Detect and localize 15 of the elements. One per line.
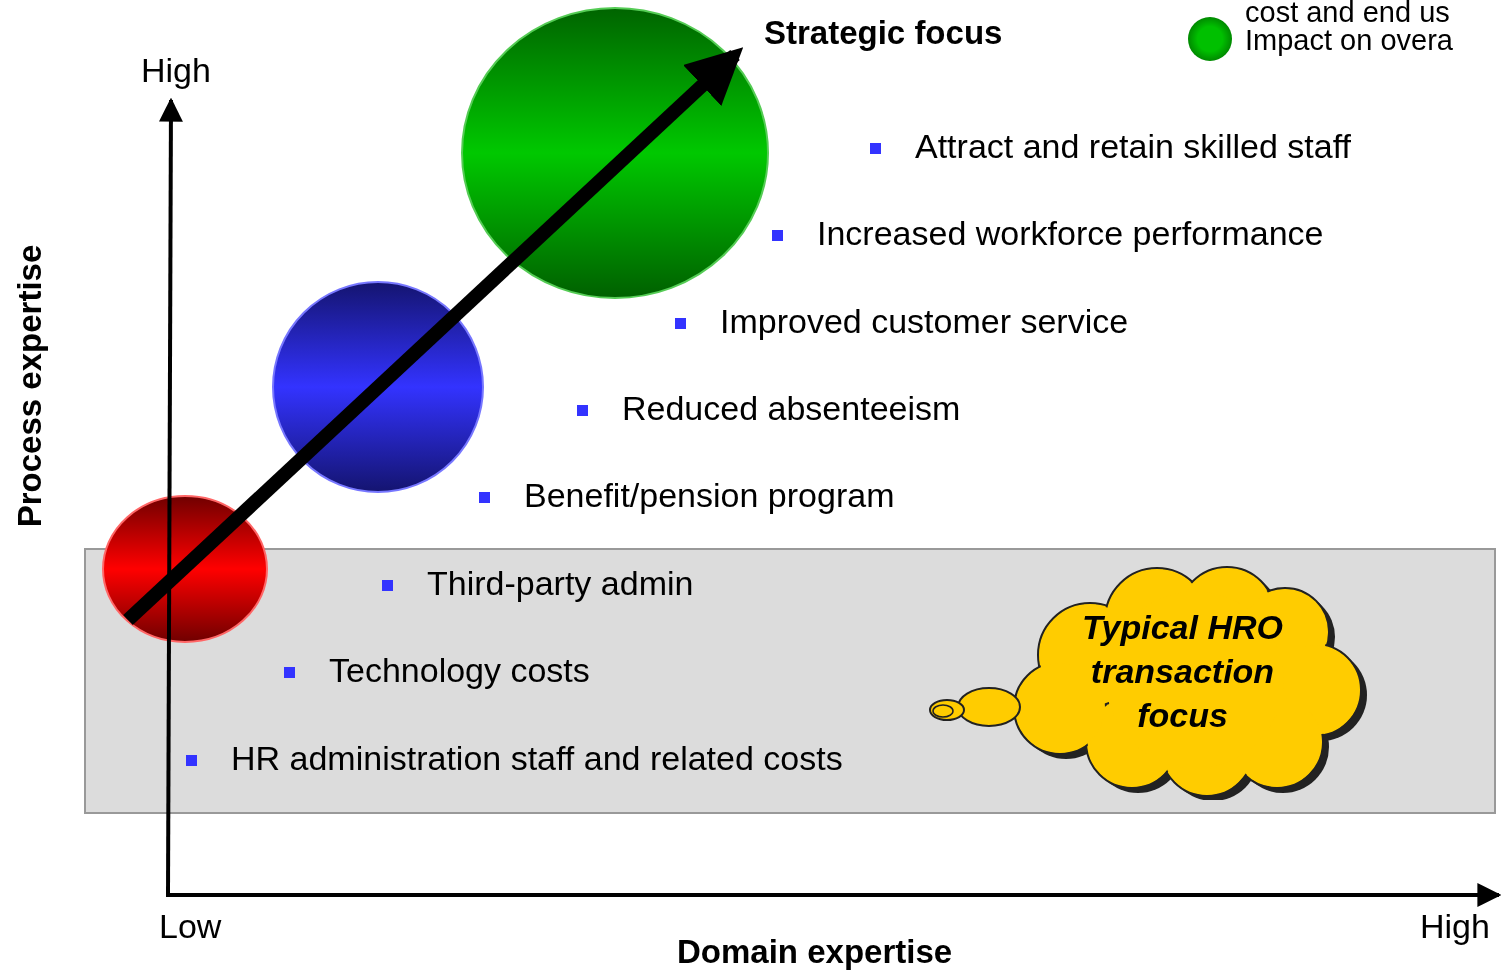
bullet-text: Attract and retain skilled staff (915, 127, 1351, 165)
axis-title: Domain expertise (677, 933, 953, 971)
cloud-text: Typical HRO transaction focus (1081, 607, 1284, 736)
bullet-text: Benefit/pension program (524, 476, 895, 514)
bullet-text: Increased workforce performance (817, 214, 1324, 252)
bullet-text: HR administration staff and related costs (231, 739, 843, 777)
bullet-text: Technology costs (329, 651, 590, 689)
bullet-text: Third-party admin (427, 564, 694, 602)
axis-label: High (1420, 907, 1490, 945)
axis-title: Process expertise (11, 244, 49, 528)
bullet-text: Improved customer service (720, 302, 1129, 340)
heading-text: Strategic focus (764, 14, 1003, 52)
axis-label: High (141, 51, 211, 89)
axis-label: Low (159, 907, 222, 945)
bullet-text: Reduced absenteeism (622, 389, 961, 427)
